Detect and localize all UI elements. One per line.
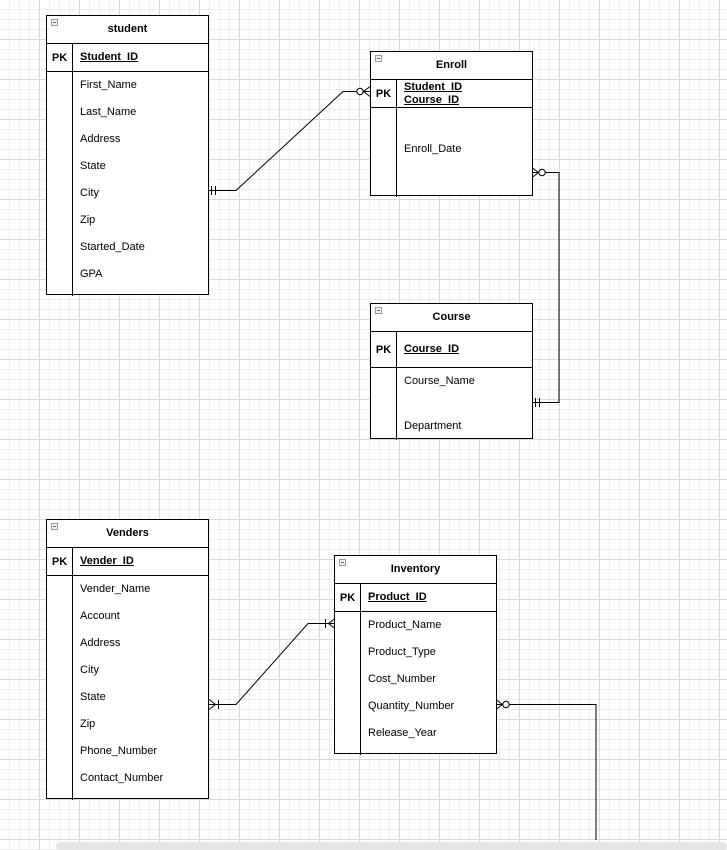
entity-header: Venders xyxy=(47,520,208,548)
attribute-item: Last_Name xyxy=(80,106,137,118)
pk-field: Vender_ID xyxy=(80,555,134,567)
pk-label: PK xyxy=(335,584,361,611)
collapse-icon[interactable] xyxy=(375,55,382,62)
attribute-item: Address xyxy=(80,133,121,145)
attribute-item: Release_Year xyxy=(368,727,437,739)
enroll-zero-mark xyxy=(356,87,364,96)
venders-inventory-line xyxy=(209,623,335,705)
primary-key-row: PK Student_ID Course_ID xyxy=(371,80,532,108)
attribute-item: State xyxy=(80,691,106,703)
attribute-item: Department xyxy=(404,420,462,432)
pk-label: PK xyxy=(371,80,397,107)
pk-field: Course_ID xyxy=(404,343,460,355)
enroll-many-mark-2 xyxy=(531,167,539,178)
entity-student[interactable]: student PK Student_ID First_Name Last_Na… xyxy=(46,15,209,296)
enroll-course-line xyxy=(532,172,560,403)
attribute-item: Contact_Number xyxy=(80,772,164,784)
inventory-many-mark-2 xyxy=(495,699,503,710)
attribute-list: Product_Name Product_Type Cost_Number Qu… xyxy=(335,612,496,755)
attribute-item: Phone_Number xyxy=(80,745,158,757)
pk-field: Course_ID xyxy=(404,93,460,106)
pk-field: Student_ID xyxy=(80,51,139,63)
entity-title: Venders xyxy=(106,527,149,539)
collapse-icon[interactable] xyxy=(375,307,382,314)
pk-label: PK xyxy=(47,44,73,71)
attribute-item: Quantity_Number xyxy=(368,700,455,712)
horizontal-scrollbar[interactable] xyxy=(56,842,727,850)
entity-title: Course xyxy=(432,311,471,323)
attribute-item: State xyxy=(80,160,106,172)
entity-venders[interactable]: Venders PK Vender_ID Vender_Name Account… xyxy=(46,519,209,800)
attribute-item: First_Name xyxy=(80,79,137,91)
entity-header: Course xyxy=(371,304,532,332)
entity-course[interactable]: Course PK Course_ID Course_Name Departme… xyxy=(370,303,533,440)
entity-title: Inventory xyxy=(390,563,441,575)
attribute-item: Enroll_Date xyxy=(404,143,462,155)
entity-header: Enroll xyxy=(371,52,532,80)
pk-field: Product_ID xyxy=(368,591,427,603)
inventory-outgoing-line xyxy=(496,704,597,840)
attribute-item: Address xyxy=(80,637,121,649)
primary-key-row: PK Student_ID xyxy=(47,44,208,72)
attribute-item: Product_Type xyxy=(368,646,436,658)
pk-field: Student_ID xyxy=(404,80,463,93)
attribute-item: Started_Date xyxy=(80,241,145,253)
attribute-list: First_Name Last_Name Address State City … xyxy=(47,72,208,296)
attribute-item: Product_Name xyxy=(368,619,442,631)
entity-header: student xyxy=(47,16,208,44)
attribute-item: City xyxy=(80,664,99,676)
primary-key-row: PK Vender_ID xyxy=(47,548,208,576)
attribute-item: Zip xyxy=(80,718,96,730)
entity-inventory[interactable]: Inventory PK Product_ID Product_Name Pro… xyxy=(334,555,497,755)
pk-label: PK xyxy=(371,332,397,367)
attribute-item: Vender_Name xyxy=(80,583,151,595)
venders-many-mark xyxy=(208,699,216,710)
pk-label: PK xyxy=(47,548,73,575)
attribute-list: Enroll_Date xyxy=(371,108,532,197)
primary-key-row: PK Product_ID xyxy=(335,584,496,612)
attribute-item: Course_Name xyxy=(404,375,475,387)
student-enroll-line xyxy=(209,91,370,191)
primary-key-row: PK Course_ID xyxy=(371,332,532,368)
enroll-zero-mark-2 xyxy=(538,168,546,177)
attribute-list: Course_Name Department xyxy=(371,368,532,440)
attribute-item: Cost_Number xyxy=(368,673,436,685)
collapse-icon[interactable] xyxy=(51,523,58,530)
collapse-icon[interactable] xyxy=(51,19,58,26)
entity-enroll[interactable]: Enroll PK Student_ID Course_ID Enroll_Da… xyxy=(370,51,533,197)
attribute-item: GPA xyxy=(80,268,103,280)
inventory-zero-mark xyxy=(502,700,510,709)
enroll-many-mark xyxy=(363,86,371,97)
inventory-many-mark xyxy=(328,618,336,629)
entity-header: Inventory xyxy=(335,556,496,584)
attribute-list: Vender_Name Account Address City State Z… xyxy=(47,576,208,800)
collapse-icon[interactable] xyxy=(339,559,346,566)
attribute-item: City xyxy=(80,187,99,199)
attribute-item: Zip xyxy=(80,214,96,226)
entity-title: Enroll xyxy=(435,59,468,71)
entity-title: student xyxy=(107,23,148,35)
attribute-item: Account xyxy=(80,610,120,622)
